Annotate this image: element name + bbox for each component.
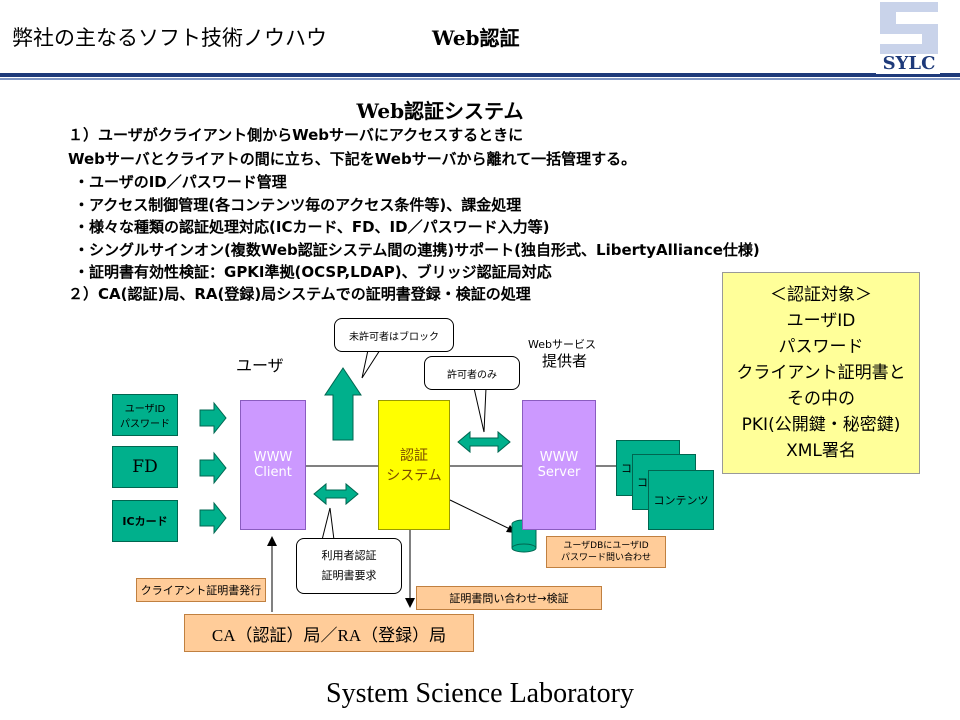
provider-label-2: 提供者 (542, 352, 588, 370)
bullet-7: ・証明書有効性検証：GPKI準拠(OCSP,LDAP)、ブリッジ認証局対応 (74, 263, 552, 281)
logo-text: SYLC (882, 53, 936, 74)
client-line1: WWW (253, 450, 293, 465)
cert-issue-label: クライアント証明書発行 (136, 578, 266, 602)
provider-label-1: Webサービス (528, 338, 596, 351)
targets-item: クライアント証明書と (736, 363, 906, 383)
ca-ra-box: CA（認証）局／RA（登録）局 (184, 614, 474, 652)
user-label: ユーザ (236, 356, 284, 375)
cert-verify-label: 証明書問い合わせ→検証 (416, 586, 602, 610)
server-line1: WWW (539, 450, 579, 465)
section-title: Web認証システム (356, 99, 524, 123)
input-userid-line2: パスワード (120, 419, 170, 430)
arrow-client-auth (313, 482, 359, 506)
bullet-4: ・アクセス制御管理(各コンテンツ毎のアクセス条件等)、課金処理 (74, 196, 522, 214)
targets-item: パスワード (778, 337, 864, 357)
input-userid-line1: ユーザID (124, 404, 166, 415)
header-divider (0, 73, 960, 77)
input-userid-box: ユーザID パスワード (112, 394, 178, 436)
db-query-label: ユーザDBにユーザID パスワード問い合わせ (546, 536, 666, 568)
auth-targets-box: ＜認証対象＞ ユーザID パスワード クライアント証明書と その中の PKI(公… (722, 272, 920, 474)
header-divider-thin (0, 78, 960, 80)
targets-item: PKI(公開鍵・秘密鍵) (741, 415, 901, 435)
header-right-title: Web認証 (432, 26, 520, 50)
bullet-8: ２）CA(認証)局、RA(登録)局システムでの証明書登録・検証の処理 (68, 285, 531, 303)
server-line2: Server (537, 465, 581, 480)
callout-user-line1: 利用者認証 (321, 549, 377, 562)
arrow-fd-to-client (199, 451, 227, 485)
targets-item: XML署名 (786, 441, 856, 461)
content-box-front: コンテンツ (648, 470, 714, 530)
arrow-ic-to-client (199, 501, 227, 535)
header-left-title: 弊社の主なるソフト技術ノウハウ (12, 26, 327, 50)
www-client-box: WWW Client (240, 400, 306, 530)
arrow-userid-to-client (199, 401, 227, 435)
bullet-6: ・シングルサインオン(複数Web認証システム間の連携)サポート(独自形式、Lib… (74, 241, 760, 259)
bullet-3: ・ユーザのID／パスワード管理 (74, 173, 287, 191)
callout-allow: 許可者のみ (424, 356, 520, 390)
targets-title: ＜認証対象＞ (770, 285, 872, 305)
arrow-blocked (324, 367, 362, 441)
sylc-logo: SYLC (872, 0, 944, 76)
auth-line2: システム (386, 468, 442, 484)
auth-system-box: 認証 システム (378, 400, 450, 530)
callout-block: 未許可者はブロック (334, 318, 454, 352)
input-fd-box: FD (112, 446, 178, 488)
input-ic-box: ICカード (112, 500, 178, 542)
footer-lab-name: System Science Laboratory (326, 678, 634, 709)
bullet-2: Webサーバとクライアトの間に立ち、下記をWebサーバから離れて一括管理する。 (68, 150, 637, 168)
bullet-5: ・様々な種類の認証処理対応(ICカード、FD、ID／パスワード入力等) (74, 218, 550, 236)
client-line2: Client (254, 465, 292, 480)
callout-user-line2: 証明書要求 (321, 569, 377, 582)
auth-line1: 認証 (400, 448, 428, 464)
www-server-box: WWW Server (522, 400, 596, 530)
targets-item: その中の (787, 389, 855, 409)
callout-user-cert: 利用者認証 証明書要求 (296, 538, 402, 594)
arrow-auth-server (457, 430, 511, 454)
targets-item: ユーザID (786, 311, 856, 331)
bullet-1: １）ユーザがクライアント側からWebサーバにアクセスするときに (68, 126, 524, 144)
